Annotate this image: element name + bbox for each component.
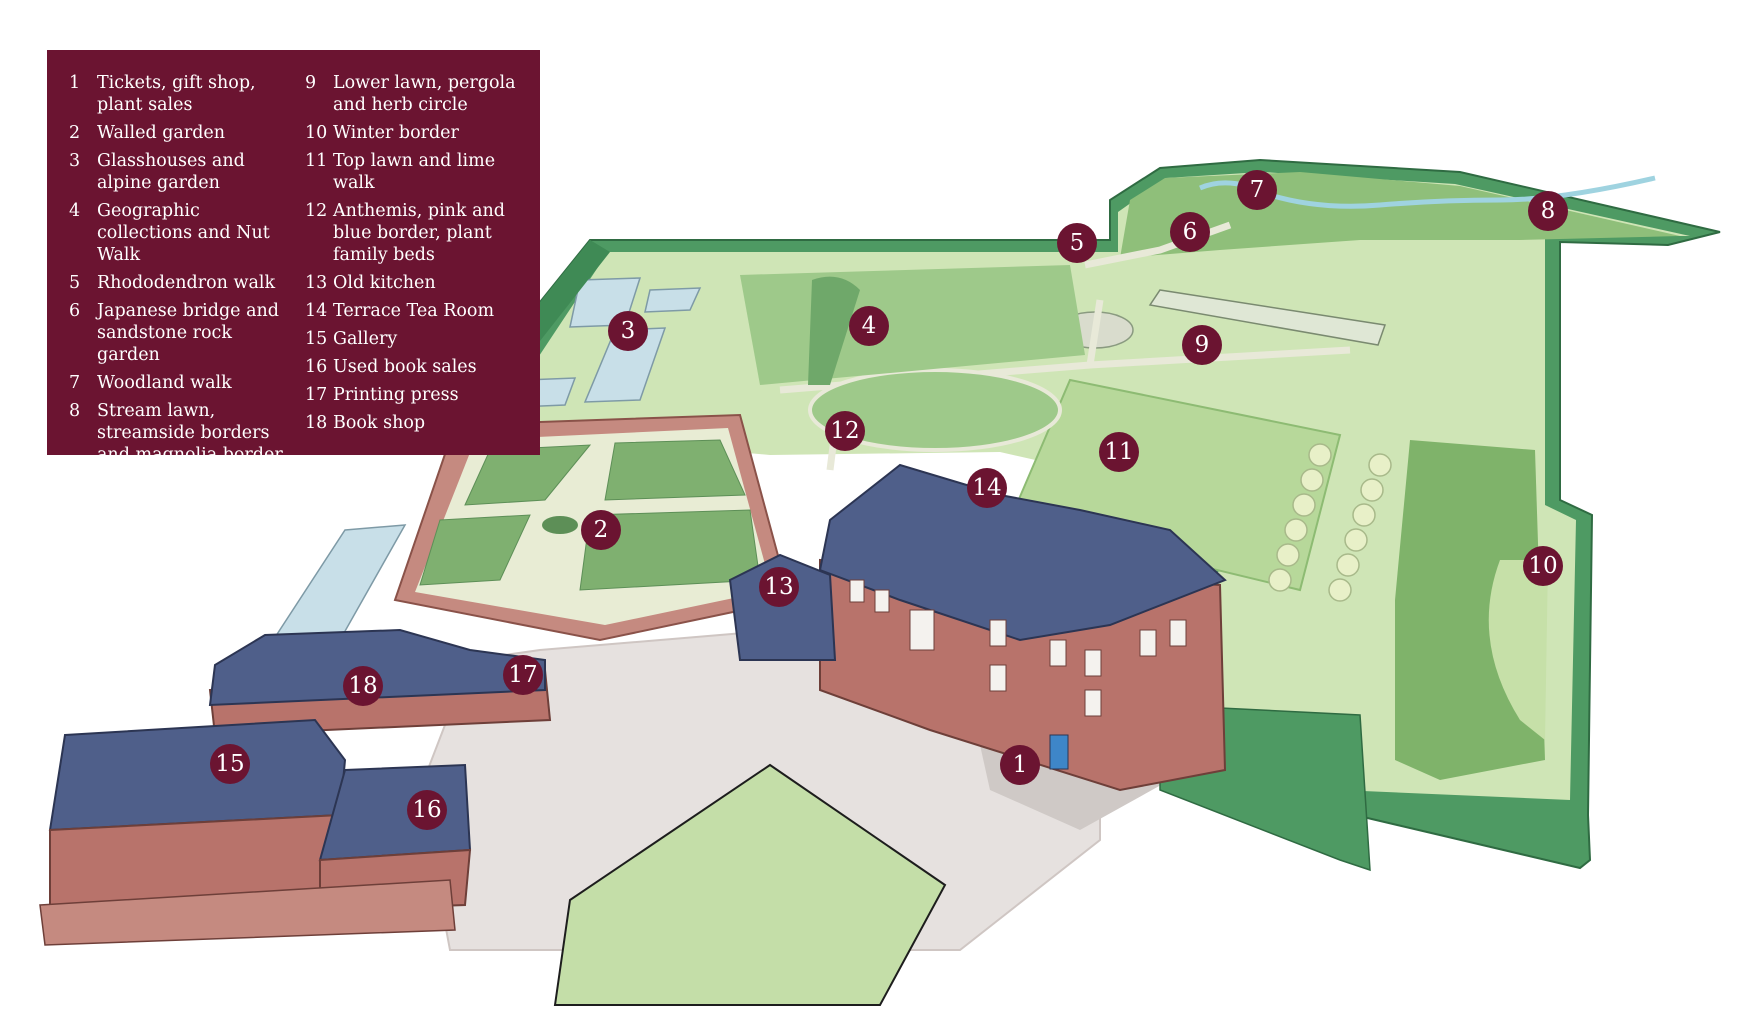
map-marker-2[interactable]: 2 (581, 510, 621, 550)
map-marker-18[interactable]: 18 (343, 666, 383, 706)
old-kitchen-building (728, 553, 837, 661)
legend-label: Stream lawn, streamside borders and magn… (97, 401, 283, 465)
legend-label: Book shop (333, 413, 426, 433)
legend-label: Terrace Tea Room (333, 301, 495, 321)
legend-label: Glasshouses and alpine garden (97, 151, 245, 193)
map-marker-5[interactable]: 5 (1057, 223, 1097, 263)
map-marker-1[interactable]: 1 (1000, 745, 1040, 785)
legend-label: Anthemis, pink and blue border, plant fa… (333, 201, 506, 265)
legend-number: 17 (305, 385, 328, 405)
legend-number: 10 (305, 123, 328, 143)
walled-garden-beds (419, 439, 761, 591)
main-house (818, 463, 1227, 792)
gallery-building (48, 718, 347, 917)
legend-item: 6 Japanese bridge and sandstone rock gard… (69, 300, 299, 366)
map-marker-10[interactable]: 10 (1523, 546, 1563, 586)
lime-walk-trees (1268, 443, 1392, 602)
legend-number: 11 (305, 151, 328, 171)
winter-lawn (1488, 560, 1548, 740)
legend-label: Tickets, gift shop, plant sales (97, 73, 256, 115)
legend-number: 7 (69, 373, 81, 393)
legend-number: 5 (69, 273, 81, 293)
map-marker-8[interactable]: 8 (1528, 191, 1568, 231)
legend-label: Geographic collections and Nut Walk (97, 201, 270, 265)
legend-label: Lower lawn, pergola and herb circle (333, 73, 516, 115)
legend-number: 3 (69, 151, 81, 171)
legend-number: 13 (305, 273, 328, 293)
legend-item: 3 Glasshouses and alpine garden (69, 150, 299, 194)
pergola (1148, 289, 1387, 346)
map-marker-14[interactable]: 14 (967, 468, 1007, 508)
legend-number: 12 (305, 201, 328, 221)
legend-number: 15 (305, 329, 328, 349)
map-marker-9[interactable]: 9 (1182, 325, 1222, 365)
map-marker-16[interactable]: 16 (407, 790, 447, 830)
legend-number: 1 (69, 73, 81, 93)
glasshouses (268, 277, 702, 646)
nut-walk (808, 276, 860, 385)
legend-item: 1 Tickets, gift shop, plant sales (69, 72, 299, 116)
legend-number: 9 (305, 73, 317, 93)
legend-item: 9 Lower lawn, pergola and herb circle (305, 72, 535, 116)
legend-label: Winter border (333, 123, 459, 143)
legend-label: Printing press (333, 385, 459, 405)
map-marker-12[interactable]: 12 (825, 411, 865, 451)
legend-label: Walled garden (97, 123, 226, 143)
legend-label: Top lawn and lime walk (333, 151, 496, 193)
legend-number: 16 (305, 357, 328, 377)
legend-number: 6 (69, 301, 81, 321)
legend-item: 2 Walled garden (69, 122, 299, 144)
map-marker-7[interactable]: 7 (1237, 170, 1277, 210)
legend-label: Gallery (333, 329, 398, 349)
walled-garden-centre (542, 516, 578, 534)
legend-item: 5 Rhododendron walk (69, 272, 299, 294)
legend-number: 4 (69, 201, 81, 221)
map-marker-3[interactable]: 3 (608, 311, 648, 351)
legend-item: 8 Stream lawn, streamside borders and mag… (69, 400, 299, 466)
front-lawn (553, 763, 947, 1006)
legend-label: Old kitchen (333, 273, 436, 293)
legend-label: Woodland walk (97, 373, 232, 393)
legend-item: 4 Geographic collections and Nut Walk (69, 200, 299, 266)
map-marker-13[interactable]: 13 (759, 567, 799, 607)
map-marker-4[interactable]: 4 (849, 306, 889, 346)
legend-number: 2 (69, 123, 81, 143)
map-legend: 1 Tickets, gift shop, plant sales 2 Walled… (47, 50, 540, 465)
legend-label: Rhododendron walk (97, 273, 276, 293)
book-shop-range (208, 628, 552, 737)
legend-column-left: 1 Tickets, gift shop, plant sales 2 Walled… (69, 72, 299, 472)
legend-label: Used book sales (333, 357, 477, 377)
map-marker-17[interactable]: 17 (503, 655, 543, 695)
map-marker-15[interactable]: 15 (210, 744, 250, 784)
map-marker-11[interactable]: 11 (1099, 432, 1139, 472)
legend-number: 8 (69, 401, 81, 421)
legend-number: 14 (305, 301, 328, 321)
plant-family-beds (808, 368, 1062, 452)
legend-label: Japanese bridge and sandstone rock garde… (97, 301, 280, 365)
legend-item: 7 Woodland walk (69, 372, 299, 394)
map-marker-6[interactable]: 6 (1170, 212, 1210, 252)
front-boundary-wall (39, 879, 456, 946)
legend-number: 18 (305, 413, 328, 433)
